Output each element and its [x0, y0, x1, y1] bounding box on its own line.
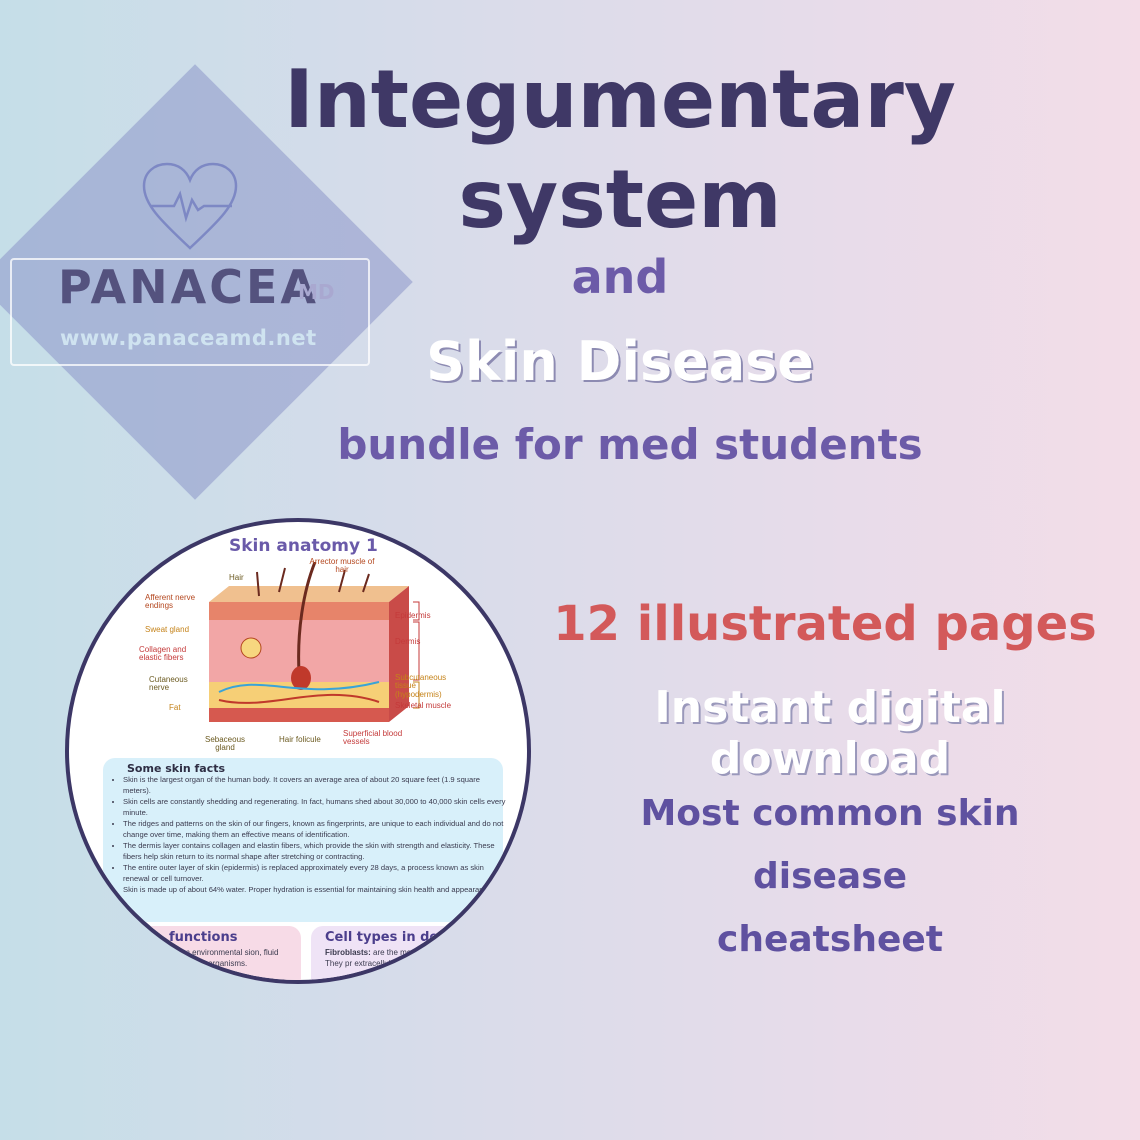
- headline-connector: and: [571, 250, 669, 304]
- label-skeletal: Skeletal muscle: [395, 701, 452, 710]
- preview-circle: Skin anatomy 1 Hair Arrector muscle of h…: [65, 518, 531, 984]
- heart-pulse-icon: [142, 162, 238, 250]
- label-sebaceous: Sebaceous gland: [204, 735, 246, 753]
- feature-cheatsheet-line2: cheatsheet: [717, 919, 943, 960]
- feature-pages: 12 illustrated pages: [553, 596, 1097, 652]
- label-collagen: Collagen and elastic fibers: [139, 645, 187, 663]
- feature-cheatsheet: Most common skin disease cheatsheet: [560, 782, 1100, 971]
- preview-title: Skin anatomy 1: [229, 536, 378, 556]
- headline-line1: Integumentary: [284, 53, 956, 146]
- cell-types-box: Cell types in dermi Fibroblasts: are the…: [311, 926, 527, 980]
- list-item: Skin cells are constantly shedding and r…: [123, 796, 507, 818]
- label-follicle: Hair folicule: [279, 735, 321, 744]
- list-item: The entire outer layer of skin (epidermi…: [123, 862, 507, 884]
- label-sweat: Sweat gland: [145, 625, 190, 634]
- feature-cheatsheet-line1: Most common skin disease: [640, 793, 1020, 897]
- label-vessels: Superficial blood vessels: [343, 729, 403, 747]
- headline-tagline: bundle for med students: [337, 420, 923, 469]
- headline-line2: system: [458, 153, 782, 246]
- watermark-url: www.panaceamd.net: [60, 326, 317, 350]
- cell-types-term: Fibroblasts:: [325, 948, 371, 957]
- label-cutaneous: Cutaneous nerve: [149, 675, 188, 693]
- cell-types-title: Cell types in dermi: [325, 930, 463, 945]
- label-hair: Hair: [229, 573, 244, 582]
- label-fat: Fat: [169, 703, 181, 712]
- watermark-frame: [10, 258, 370, 366]
- list-item: The ridges and patterns on the skin of o…: [123, 818, 507, 840]
- skin-facts-box: Some skin facts Skin is the largest orga…: [103, 758, 505, 922]
- skin-cross-section-illustration: [209, 562, 420, 722]
- functions-text: the body from environmental sion, fluid …: [141, 948, 279, 968]
- functions-box: functions the body from environmental si…: [81, 926, 301, 980]
- list-item: The dermis layer contains collagen and e…: [123, 840, 507, 862]
- label-arrector: Arrector muscle of hair: [309, 557, 375, 575]
- skin-facts-title: Some skin facts: [127, 762, 226, 775]
- cell-types-text: Fibroblasts: are the most the dermis. Th…: [325, 948, 475, 970]
- feature-download: Instant digital download: [654, 682, 1006, 784]
- label-epidermis: Epidermis: [395, 611, 431, 620]
- list-item: Skin is made up of about 64% water. Prop…: [123, 884, 507, 895]
- watermark-brand: PANACEA: [58, 260, 319, 314]
- headline-subject: Skin Disease: [426, 330, 814, 393]
- watermark-brand-suffix: MD: [298, 280, 335, 304]
- label-dermis: Dermis: [395, 637, 421, 646]
- list-item: Skin is the largest organ of the human b…: [123, 774, 507, 796]
- skin-facts-list: Skin is the largest organ of the human b…: [111, 774, 507, 895]
- cell-types-desc: are the most the dermis. They pr extrace…: [325, 948, 460, 968]
- label-subcutaneous: Subcutaneous tissue (hypodermis): [395, 673, 447, 699]
- functions-title: functions: [169, 930, 238, 945]
- label-afferent: Afferent nerve endings: [145, 593, 196, 611]
